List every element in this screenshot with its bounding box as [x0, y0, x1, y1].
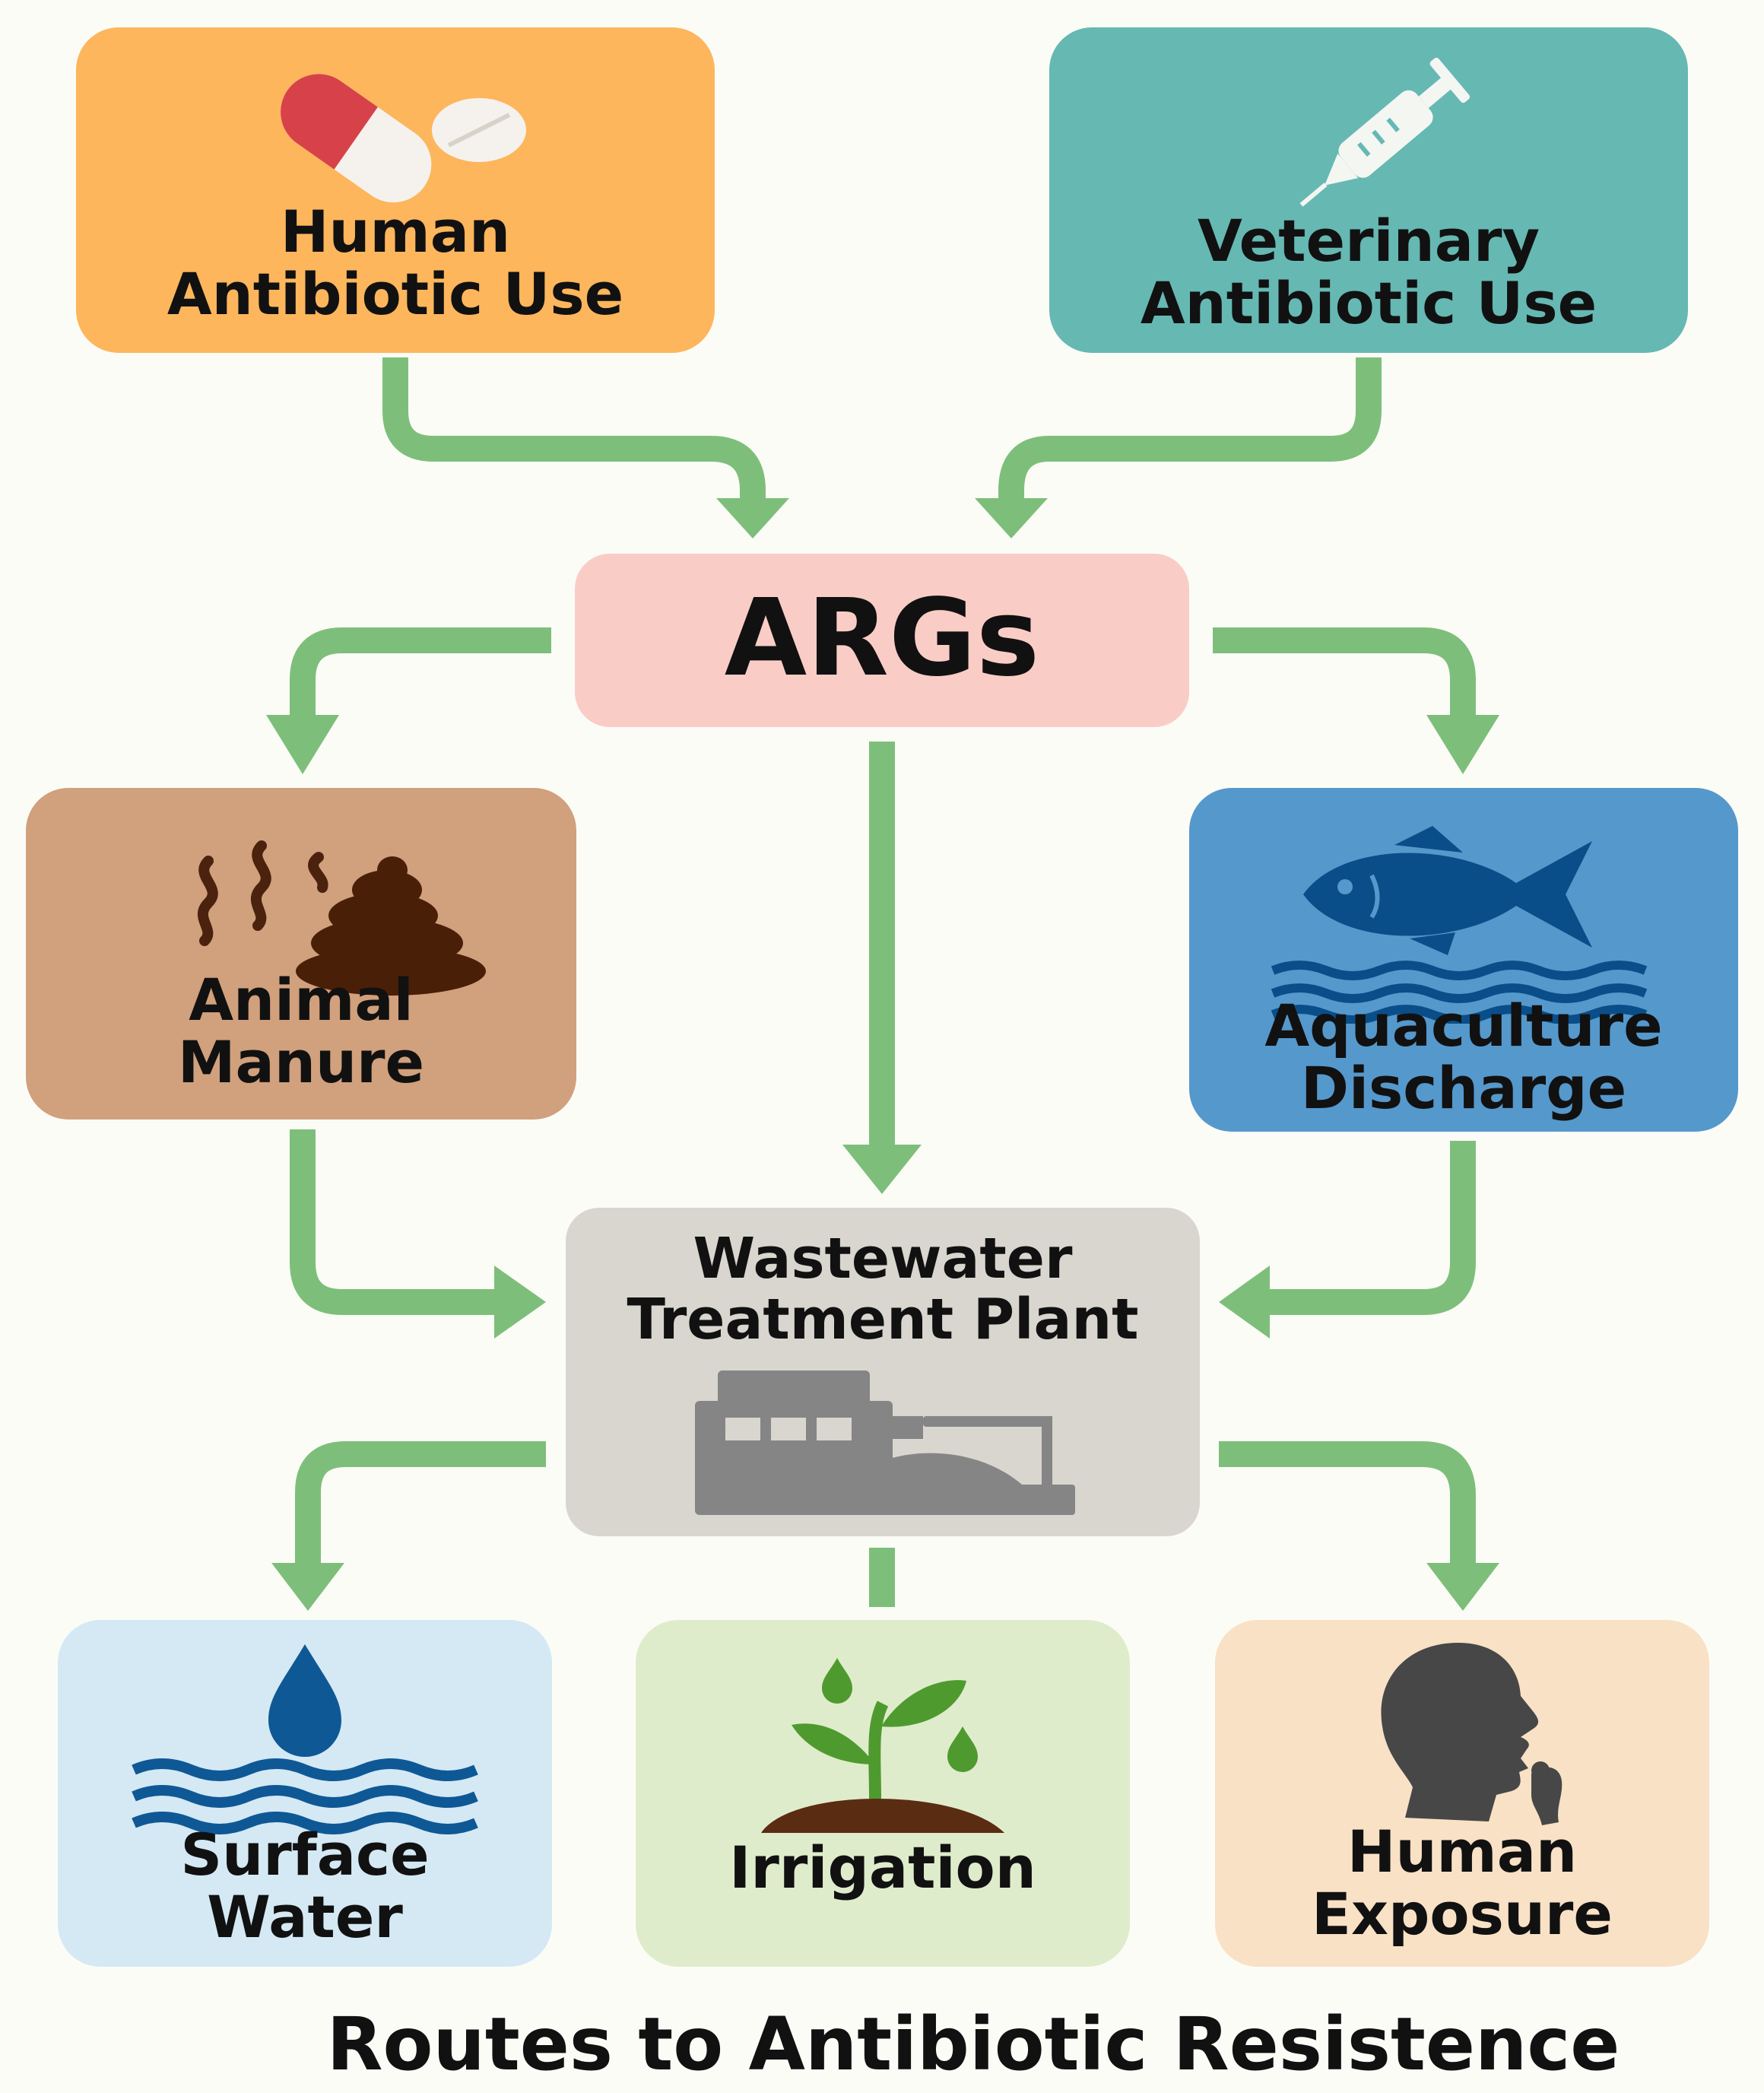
node-label: Irrigation [729, 1834, 1036, 1901]
node-aquaculture-discharge: Aquaculture Discharge [1189, 788, 1738, 1132]
arrowhead [1219, 1266, 1270, 1339]
syringe-icon [1299, 57, 1471, 207]
label-line: Wastewater [693, 1226, 1073, 1291]
node-surface-water: Surface Water [58, 1620, 552, 1967]
arrowhead [266, 715, 339, 774]
pill-capsule-icon [281, 74, 526, 203]
arrow-args-to-manure [290, 627, 551, 723]
arrowhead [975, 498, 1048, 538]
arrowhead [842, 1145, 922, 1194]
node-label: Surface Water [58, 1821, 552, 1952]
node-human-exposure: Human Exposure [1215, 1620, 1709, 1967]
arrow-aquaculture-to-wwtp [1262, 1141, 1476, 1315]
sprout-icon [761, 1658, 1004, 1833]
node-human-antibiotic-use: Human Antibiotic Use [76, 27, 715, 353]
label-line: Aquaculture [1264, 992, 1663, 1059]
arrow-human-use-to-args [382, 357, 766, 506]
diagram-title: Routes to Antibiotic Resistence [326, 2002, 1620, 2087]
label-line: Human [280, 198, 511, 265]
node-label: Human Exposure [1215, 1818, 1709, 1948]
arrow-args-to-aquaculture [1213, 627, 1476, 723]
fish-waves-icon [1271, 826, 1648, 1024]
label-line: Antibiotic Use [1140, 269, 1597, 338]
water-drop-waves-icon [132, 1644, 478, 1834]
node-irrigation: Irrigation [636, 1620, 1130, 1967]
treatment-plant-icon [695, 1370, 1075, 1515]
node-label: Aquaculture Discharge [1189, 992, 1738, 1123]
label-line: Manure [177, 1028, 425, 1097]
node-animal-manure: Animal Manure [26, 788, 576, 1120]
node-label: Human Antibiotic Use [76, 198, 715, 329]
arrow-veterinary-use-to-args [998, 357, 1382, 506]
node-label: ARGs [724, 576, 1040, 700]
node-label: Veterinary Antibiotic Use [1049, 207, 1688, 338]
node-label: Wastewater Treatment Plant [566, 1226, 1200, 1352]
label-line: Water [207, 1883, 403, 1952]
human-head-icon [1381, 1643, 1563, 1825]
manure-icon [197, 840, 486, 996]
node-args: ARGs [575, 554, 1189, 727]
node-veterinary-antibiotic-use: Veterinary Antibiotic Use [1049, 27, 1688, 353]
label-line: Discharge [1300, 1054, 1627, 1123]
arrowhead [716, 498, 789, 538]
arrow-manure-to-wwtp [290, 1129, 502, 1315]
node-label: Animal Manure [26, 966, 576, 1097]
label-line: Veterinary [1197, 207, 1540, 275]
arrowhead [1426, 1563, 1499, 1611]
label-line: Exposure [1312, 1880, 1613, 1948]
label-line: Human [1347, 1818, 1578, 1885]
arrowhead [271, 1563, 344, 1611]
arrow-wwtp-to-surface-water [295, 1441, 546, 1571]
label-line: Antibiotic Use [167, 260, 624, 329]
label-line: Animal [189, 966, 414, 1034]
node-wastewater-treatment-plant: Wastewater Treatment Plant [566, 1208, 1200, 1536]
arrow-wwtp-to-human-exposure [1219, 1441, 1476, 1571]
arrowhead [1426, 715, 1499, 774]
arrowhead [494, 1266, 546, 1339]
label-line: Treatment Plant [627, 1286, 1139, 1352]
label-line: Surface [180, 1821, 430, 1888]
